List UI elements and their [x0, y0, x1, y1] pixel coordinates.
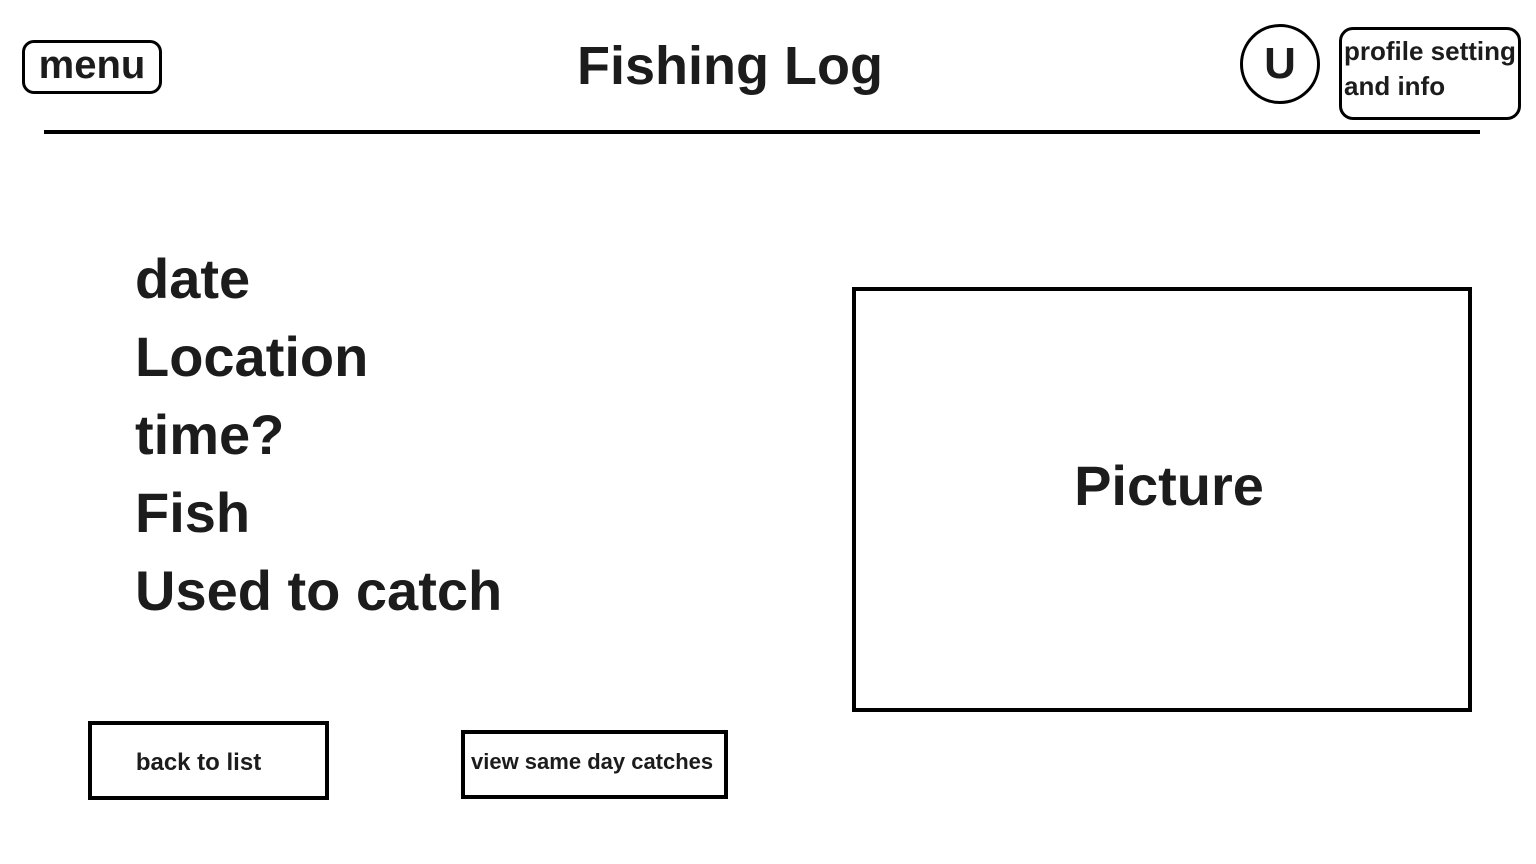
- field-used-to-catch: Used to catch: [135, 559, 503, 622]
- back-to-list-button[interactable]: back to list: [88, 721, 329, 800]
- field-date: date: [135, 247, 251, 310]
- user-avatar[interactable]: U: [1240, 24, 1320, 104]
- profile-settings-label-line1: profile setting: [1344, 36, 1516, 66]
- field-location: Location: [135, 325, 369, 388]
- profile-settings-button[interactable]: profile setting and info: [1339, 27, 1521, 120]
- profile-settings-label-line2: and info: [1344, 71, 1446, 101]
- picture-label: Picture: [1074, 453, 1264, 517]
- catch-details-list: date Location time? Fish Used to catch: [135, 240, 502, 630]
- field-fish: Fish: [135, 481, 251, 544]
- view-same-day-catches-button[interactable]: view same day catches: [461, 730, 728, 799]
- catch-picture-placeholder: Picture: [852, 287, 1472, 712]
- page-title: Fishing Log: [577, 36, 883, 96]
- menu-button[interactable]: menu: [22, 40, 162, 94]
- header-divider: [44, 130, 1480, 134]
- field-time: time?: [135, 403, 285, 466]
